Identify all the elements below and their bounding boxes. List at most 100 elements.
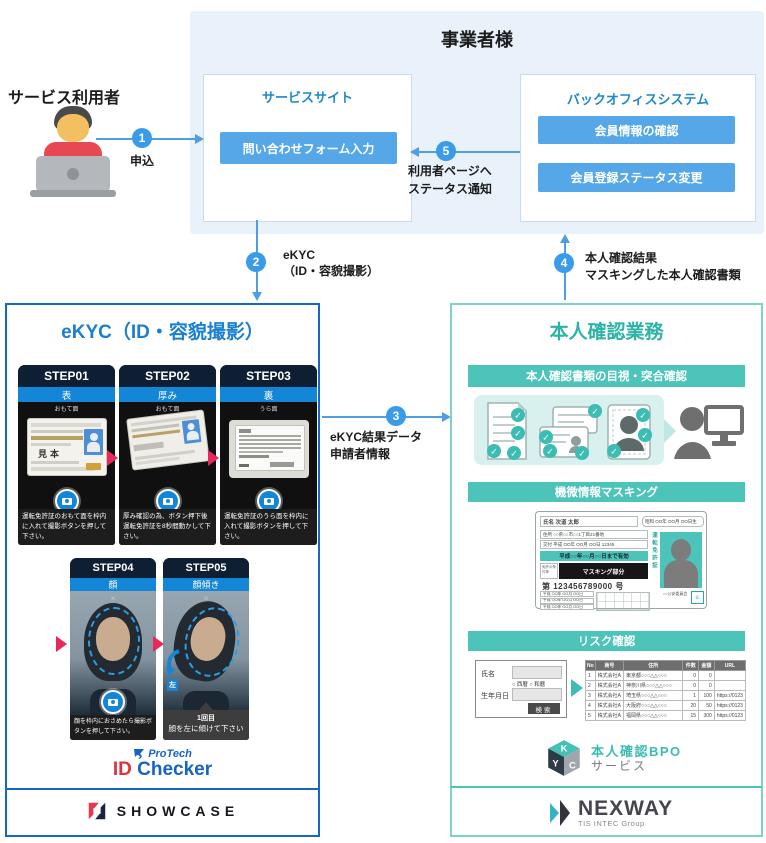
step04-subtitle: 顔 [70,578,156,591]
step03-note: うら面 [259,407,278,413]
license-stamp: 印 [691,591,704,604]
license-valid-until: 平成○○年○○月○○日まで有効 [540,551,648,561]
step-4-label-line2: マスキングした本人確認書類 [585,268,741,282]
cube-letter-k: K [561,744,568,755]
license-photo [660,532,702,588]
visual-check-header: 本人確認書類の目視・突合確認 [468,365,745,387]
step-4-label-line1: 本人確認結果 [585,251,658,265]
step04-caption: 顔を枠内におさめたら撮影ボタンを押して下さい。 [70,715,156,740]
search-button[interactable]: 検索 [528,703,560,714]
name-field-label: 氏名 [481,671,495,678]
cube-letter-y: Y [552,758,559,769]
next-step-arrow-icon [107,450,118,466]
col-url: URL [713,660,747,671]
protech-wordmark: ProTech [148,748,192,760]
protech-icon [134,749,145,759]
step02-note: おもて面 [155,407,180,413]
id-wordmark: ID [112,759,132,780]
step01-header: STEP01 [18,365,115,387]
col-address: 住所 [623,660,684,671]
step03-subtitle: 裏 [220,387,317,402]
ekyc-step04-card: STEP04 顔 × 顔を枠内におさめたら撮影ボタンを押して下さい。 [70,558,156,740]
step-2-badge: 2 [246,252,266,272]
step-3-label-line1: eKYC結果データ [330,430,423,444]
kyc-logo-divider [451,786,762,788]
operator-monitor-icon [674,405,744,459]
tilt-left-arrow-icon [166,649,180,677]
license-back-illustration [229,420,309,478]
protech-id-checker-logo: ProTech ID Checker [5,748,320,780]
backoffice-title: バックオフィスシステム [566,92,710,107]
svg-text:✓: ✓ [542,433,550,443]
license-vertical-title: 運転免許証 [651,532,657,570]
service-site-title: サービスサイト [261,90,353,105]
document-check-icon: ✓ ✓ ✓ ✓ [487,402,527,460]
license-tilt-illustration [126,409,210,471]
radio-wareki[interactable]: ○ 和暦 [529,682,546,688]
svg-text:✓: ✓ [641,431,649,441]
arrow-5-line [418,151,520,153]
masking-header: 機微情報マスキング [468,482,745,502]
portrait-check-icon: ✓ ✓ ✓ [607,404,652,460]
ekyc-step03-card: STEP03 裏 うら面 運転免許証のうら面を枠内 [220,365,317,545]
step02-caption: 厚み確認の為、ボタン押下後運転免許証を8秒間動かして下さい。 [119,508,216,545]
step-5-badge: 5 [436,141,456,161]
license-name: 氏名 次道 太郎 [540,516,638,527]
backoffice-panel: バックオフィスシステム [520,74,756,222]
risk-check-header: リスク確認 [468,631,745,651]
showcase-logo: SHOWCASE [5,800,320,822]
license-condition-label: 免許の条件等 [540,563,558,579]
step02-header: STEP02 [119,365,216,387]
bpo-wordmark-line1: 本人確認BPO [591,743,682,759]
birth-field-label: 生年月日 [481,693,509,700]
visual-check-illustration: ✓ ✓ ✓ ✓ ✓ ✓ ✓ ✓ ✓ ✓ ✓ [474,395,744,465]
step-3-badge: 3 [386,406,406,426]
kyc-operations-title: 本人確認業務 [549,322,664,343]
arrow-5-head [410,147,419,157]
chevron-right-icon [664,419,676,443]
service-user-icon [30,106,116,202]
birth-input[interactable] [512,688,562,701]
license-number: 第 123456789000 号 [542,582,624,591]
cube-letter-c: C [569,761,576,772]
step-1-badge: 1 [132,128,152,148]
col-no: No [585,660,596,671]
showcase-wordmark: SHOWCASE [116,803,240,819]
tilt-left-label: 左 [167,679,178,691]
ekyc-title: eKYC（ID・容貌撮影） [61,322,264,343]
step01-note: おもて面 [54,407,79,413]
svg-text:✓: ✓ [546,447,554,457]
arrow-4-head [560,234,570,243]
svg-text:✓: ✓ [578,449,586,459]
col-company: 商号 [594,660,625,671]
radio-seireki[interactable]: ○ 西暦 [512,682,528,688]
risk-search-form: 氏名 ○ 西暦 ○ 和暦 生年月日 検索 [475,660,567,718]
license-row2: 平成 OO年 OO月 OO日 [540,597,594,604]
member-info-check-button[interactable]: 会員情報の確認 [538,116,735,144]
svg-text:✓: ✓ [591,407,599,417]
step02-subtitle: 厚み [119,387,216,402]
kyc-cube-icon: K Y C [548,740,580,776]
camera-button[interactable] [101,690,125,714]
svg-text:✓: ✓ [510,449,518,459]
step01-subtitle: 表 [18,387,115,402]
step-2-label-line2: （ID・容貌撮影） [283,264,380,278]
member-status-change-button[interactable]: 会員登録ステータス変更 [538,163,735,192]
name-input[interactable] [512,666,562,679]
license-class-grid [596,592,650,611]
checker-wordmark: Checker [137,759,213,780]
kyc-bpo-logo: K Y C 本人確認BPO サービス [545,738,682,778]
license-front-illustration: 見本 [27,418,107,476]
inquiry-form-button[interactable]: 問い合わせフォーム入力 [220,132,397,164]
showcase-icon [88,802,106,820]
step01-caption: 運転免許証のおもて面を枠内に入れて撮影ボタンを押して下さい。 [18,508,115,545]
step-2-label-line1: eKYC [283,248,316,262]
ekyc-step02-card: STEP02 厚み おもて面 厚み確認の為、ボタン押下後運転免許証を8秒間動かし… [119,365,216,545]
svg-text:✓: ✓ [514,411,522,421]
step05-header: STEP05 [163,558,249,578]
